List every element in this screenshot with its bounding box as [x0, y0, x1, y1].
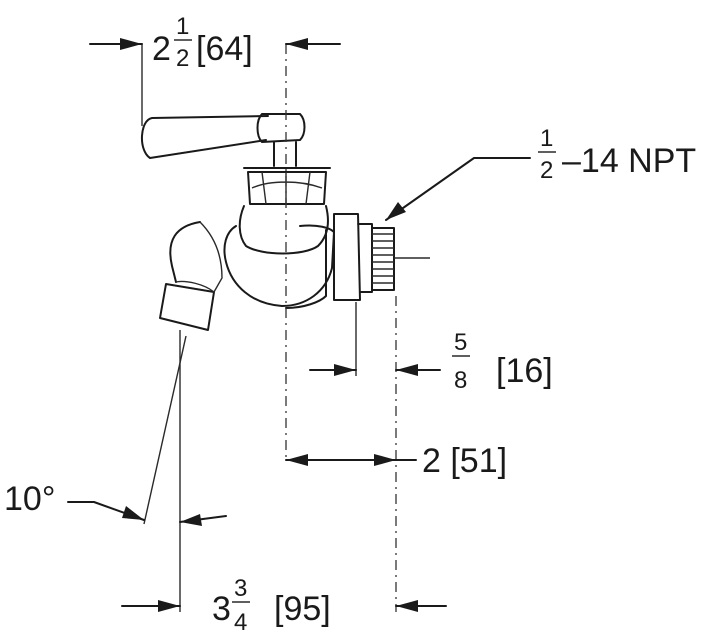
- handle-hub: [256, 113, 306, 143]
- packing-nut: [243, 167, 331, 205]
- spout-curve: [175, 221, 223, 293]
- callout-thread-spec: 1 2 –14 NPT: [385, 125, 696, 221]
- handle-offset-num: 1: [176, 13, 189, 40]
- thread-length-den: 8: [454, 367, 467, 394]
- handle-offset-whole: 2: [152, 30, 171, 68]
- lever-handle: [141, 115, 269, 159]
- outlet-to-center-label: 2 [51]: [422, 442, 507, 480]
- spout-angle-line: [143, 335, 187, 525]
- thread-spec-rest: –14 NPT: [562, 142, 696, 180]
- overall-length-num: 3: [234, 575, 247, 602]
- overall-length-metric: [95]: [274, 590, 331, 628]
- threaded-nipple: [371, 227, 395, 291]
- valve-stem: [273, 141, 297, 167]
- hex-flange: [333, 213, 373, 301]
- thread-spec-num: 1: [540, 125, 553, 152]
- spout-body: [169, 221, 335, 309]
- thread-length-num: 5: [454, 329, 467, 356]
- thread-lines: [372, 233, 394, 284]
- spout-angle-label: 10°: [4, 480, 55, 518]
- spout-nozzle: [159, 283, 215, 331]
- dim-spout-angle: 10°: [4, 480, 227, 526]
- faucet-outline: [141, 113, 430, 331]
- handle-offset-den: 2: [176, 45, 189, 72]
- dim-overall-length: 3 3 4 [95]: [121, 575, 447, 636]
- dim-outlet-to-center: 2 [51]: [285, 442, 507, 480]
- handle-offset-metric: [64]: [196, 30, 253, 68]
- overall-length-whole: 3: [212, 590, 231, 628]
- thread-spec-den: 2: [540, 157, 553, 184]
- thread-length-metric: [16]: [496, 352, 553, 390]
- dim-thread-length: 5 8 [16]: [309, 329, 553, 394]
- overall-length-den: 4: [234, 609, 247, 636]
- valve-body: [238, 205, 329, 255]
- dim-handle-offset: 2 1 2 [64]: [89, 13, 341, 72]
- nut-facets: [251, 171, 323, 205]
